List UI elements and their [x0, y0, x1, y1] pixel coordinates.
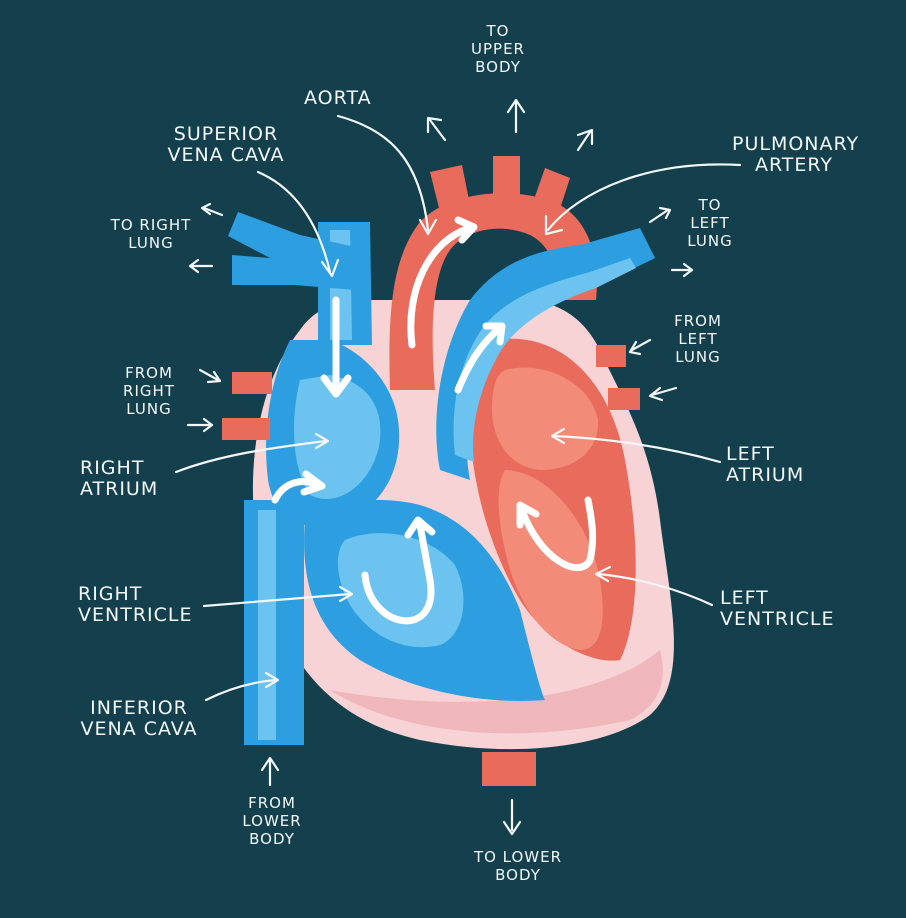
flow-arrow-aorta-head — [454, 216, 478, 244]
label-to-left-lung: TO LEFT LUNG — [682, 196, 738, 250]
label-line: FROM — [674, 312, 722, 330]
label-line: VENA CAVA — [167, 144, 285, 166]
flow-arrow-aorta — [407, 224, 474, 349]
flow-arrow-lv-head — [516, 501, 540, 529]
pulmonary-artery — [436, 228, 655, 480]
pulmonary-artery-highlight — [453, 258, 636, 462]
label-line: LEFT — [720, 587, 769, 609]
label-line: ATRIUM — [80, 478, 159, 500]
label-from-lower-body: FROM LOWER BODY — [240, 794, 304, 848]
label-aorta: AORTA — [304, 88, 372, 109]
left-pulmonary-vein-lower — [608, 388, 640, 410]
label-line: RIGHT — [123, 382, 175, 400]
label-to-lower-body: TO LOWER BODY — [472, 848, 564, 884]
flow-arrow-pa — [454, 324, 504, 394]
label-superior-vena-cava: SUPERIOR VENA CAVA — [166, 124, 286, 166]
right-pulmonary-vein-upper — [232, 372, 272, 394]
label-line: BODY — [475, 58, 521, 76]
label-line: LOWER — [242, 812, 302, 830]
label-line: TO RIGHT — [110, 216, 192, 234]
label-line: VENA CAVA — [80, 718, 198, 740]
label-from-left-lung: FROM LEFT LUNG — [666, 312, 730, 366]
label-line: LEFT — [726, 443, 775, 465]
label-line: LUNG — [687, 232, 733, 250]
heart-wall-shadow — [330, 650, 663, 734]
label-line: SUPERIOR — [173, 123, 279, 145]
label-pulmonary-artery: PULMONARY ARTERY — [732, 133, 860, 176]
label-line: ARTERY — [754, 154, 834, 176]
label-line: FROM — [125, 364, 173, 382]
label-line: BODY — [249, 830, 295, 848]
flow-arrow-rv — [361, 521, 435, 625]
left-atrium-chamber — [492, 367, 599, 470]
label-line: TO LOWER — [473, 848, 563, 866]
label-line: LUNG — [128, 234, 174, 252]
label-line: ATRIUM — [726, 464, 805, 486]
aorta-branch-1 — [430, 165, 470, 212]
flow-arrows — [271, 216, 597, 625]
label-left-ventricle: LEFT VENTRICLE — [720, 588, 834, 630]
flow-arrow-ra-head — [300, 470, 326, 496]
label-to-upper-body: TO UPPER BODY — [466, 22, 530, 76]
aorta-branch-3 — [532, 168, 570, 215]
label-from-right-lung: FROM RIGHT LUNG — [114, 364, 184, 418]
right-ventricle-inner — [337, 533, 464, 648]
label-line: VENTRICLE — [720, 608, 835, 630]
label-line: RIGHT — [78, 583, 143, 605]
inferior-vena-cava-highlight — [258, 510, 276, 740]
label-line: LEFT — [678, 330, 718, 348]
right-atrium-inner — [294, 375, 381, 499]
label-line: AORTA — [304, 87, 372, 109]
label-line: PULMONARY — [732, 133, 860, 155]
label-line: LUNG — [675, 348, 721, 366]
label-right-atrium: RIGHT ATRIUM — [80, 458, 158, 500]
label-line: LEFT — [690, 214, 730, 232]
descending-aorta — [482, 752, 536, 786]
label-line: BODY — [495, 866, 541, 884]
label-line: TO — [486, 22, 510, 40]
label-left-atrium: LEFT ATRIUM — [726, 444, 804, 486]
label-inferior-vena-cava: INFERIOR VENA CAVA — [74, 698, 204, 740]
label-line: UPPER — [471, 40, 525, 58]
label-right-ventricle: RIGHT VENTRICLE — [78, 584, 192, 626]
aorta-branch-2 — [493, 156, 520, 200]
label-line: INFERIOR — [90, 697, 188, 719]
flow-arrow-pa-head — [482, 322, 506, 346]
label-line: RIGHT — [80, 457, 145, 479]
left-pulmonary-vein-upper — [596, 345, 626, 367]
right-pulmonary-vein-lower — [222, 418, 270, 440]
label-line: VENTRICLE — [78, 604, 193, 626]
label-line: FROM — [248, 794, 296, 812]
flow-arrow-svc-head — [320, 374, 352, 398]
flow-arrow-rv-head — [404, 516, 436, 539]
flow-arrow-lv — [518, 496, 597, 572]
label-to-right-lung: TO RIGHT LUNG — [108, 216, 194, 252]
annotation-arrows — [174, 98, 742, 836]
label-line: TO — [698, 196, 722, 214]
label-line: LUNG — [126, 400, 172, 418]
